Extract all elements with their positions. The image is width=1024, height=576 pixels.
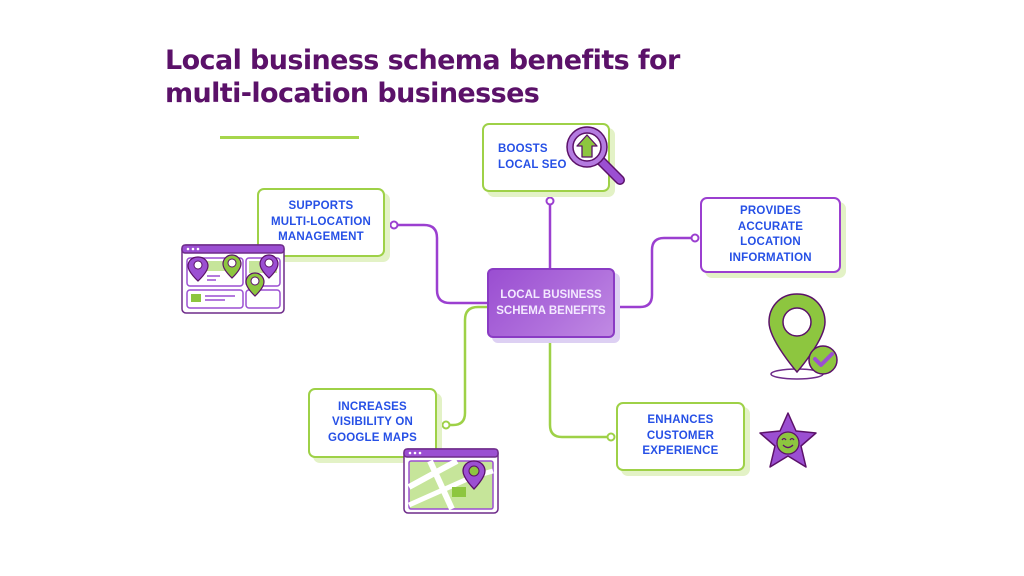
connector-provides xyxy=(615,236,691,309)
magnifier-arrow-up-icon xyxy=(566,126,625,185)
connector-node-increases xyxy=(441,420,451,430)
title-underline xyxy=(220,136,359,139)
title-line-2: multi-location businesses xyxy=(165,78,540,109)
connector-enhances xyxy=(548,338,607,439)
connector-supports xyxy=(398,223,487,305)
smiling-star-icon xyxy=(759,412,817,468)
location-pin-check-icon xyxy=(768,293,838,380)
browser-map-pins-icon xyxy=(181,244,285,314)
connector-node-enhances xyxy=(606,432,616,442)
browser-map-icon xyxy=(403,448,499,514)
title-line-1: Local business schema benefits for xyxy=(165,45,680,76)
connector-node-supports xyxy=(389,220,399,230)
connector-increases xyxy=(450,305,487,427)
connector-node-boosts xyxy=(545,196,555,206)
connector-node-provides xyxy=(690,233,700,243)
page-title: Local business schema benefits for multi… xyxy=(165,44,680,110)
